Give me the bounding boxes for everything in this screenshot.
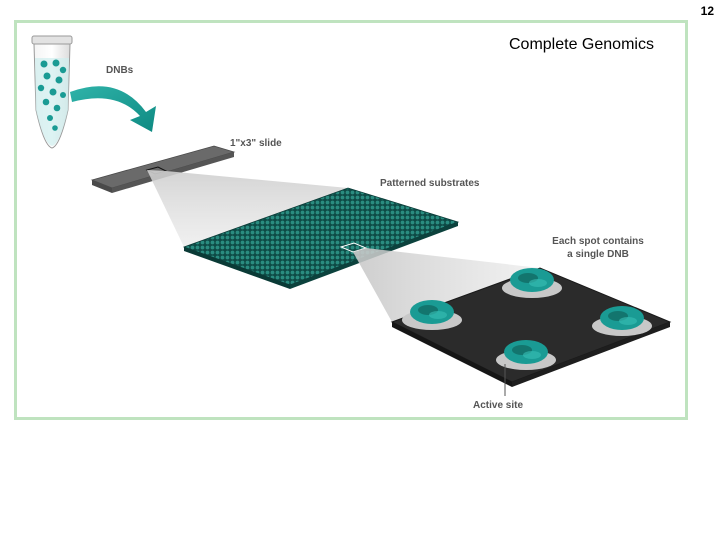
- dnb-spot-right: [592, 306, 652, 336]
- flow-arrow: [70, 86, 156, 132]
- dnb-spot-bottom: [496, 340, 556, 370]
- dnb-tube: [31, 35, 73, 149]
- figure-caption: Complete Genomics: [509, 36, 654, 53]
- label-each-spot-line2: a single DNB: [567, 249, 629, 260]
- label-patterned: Patterned substrates: [380, 178, 480, 189]
- label-dnbs: DNBs: [106, 65, 134, 76]
- page-number: 12: [700, 4, 714, 18]
- zoom-beam-2: [353, 248, 540, 322]
- active-chip: [390, 267, 672, 387]
- zoom-beam-1: [147, 170, 348, 247]
- label-slide: 1"x3" slide: [230, 138, 282, 149]
- label-each-spot-line1: Each spot contains: [552, 236, 644, 247]
- dnb-spot-left: [402, 300, 462, 330]
- label-active-site: Active site: [473, 400, 523, 411]
- dnb-spot-top: [502, 268, 562, 298]
